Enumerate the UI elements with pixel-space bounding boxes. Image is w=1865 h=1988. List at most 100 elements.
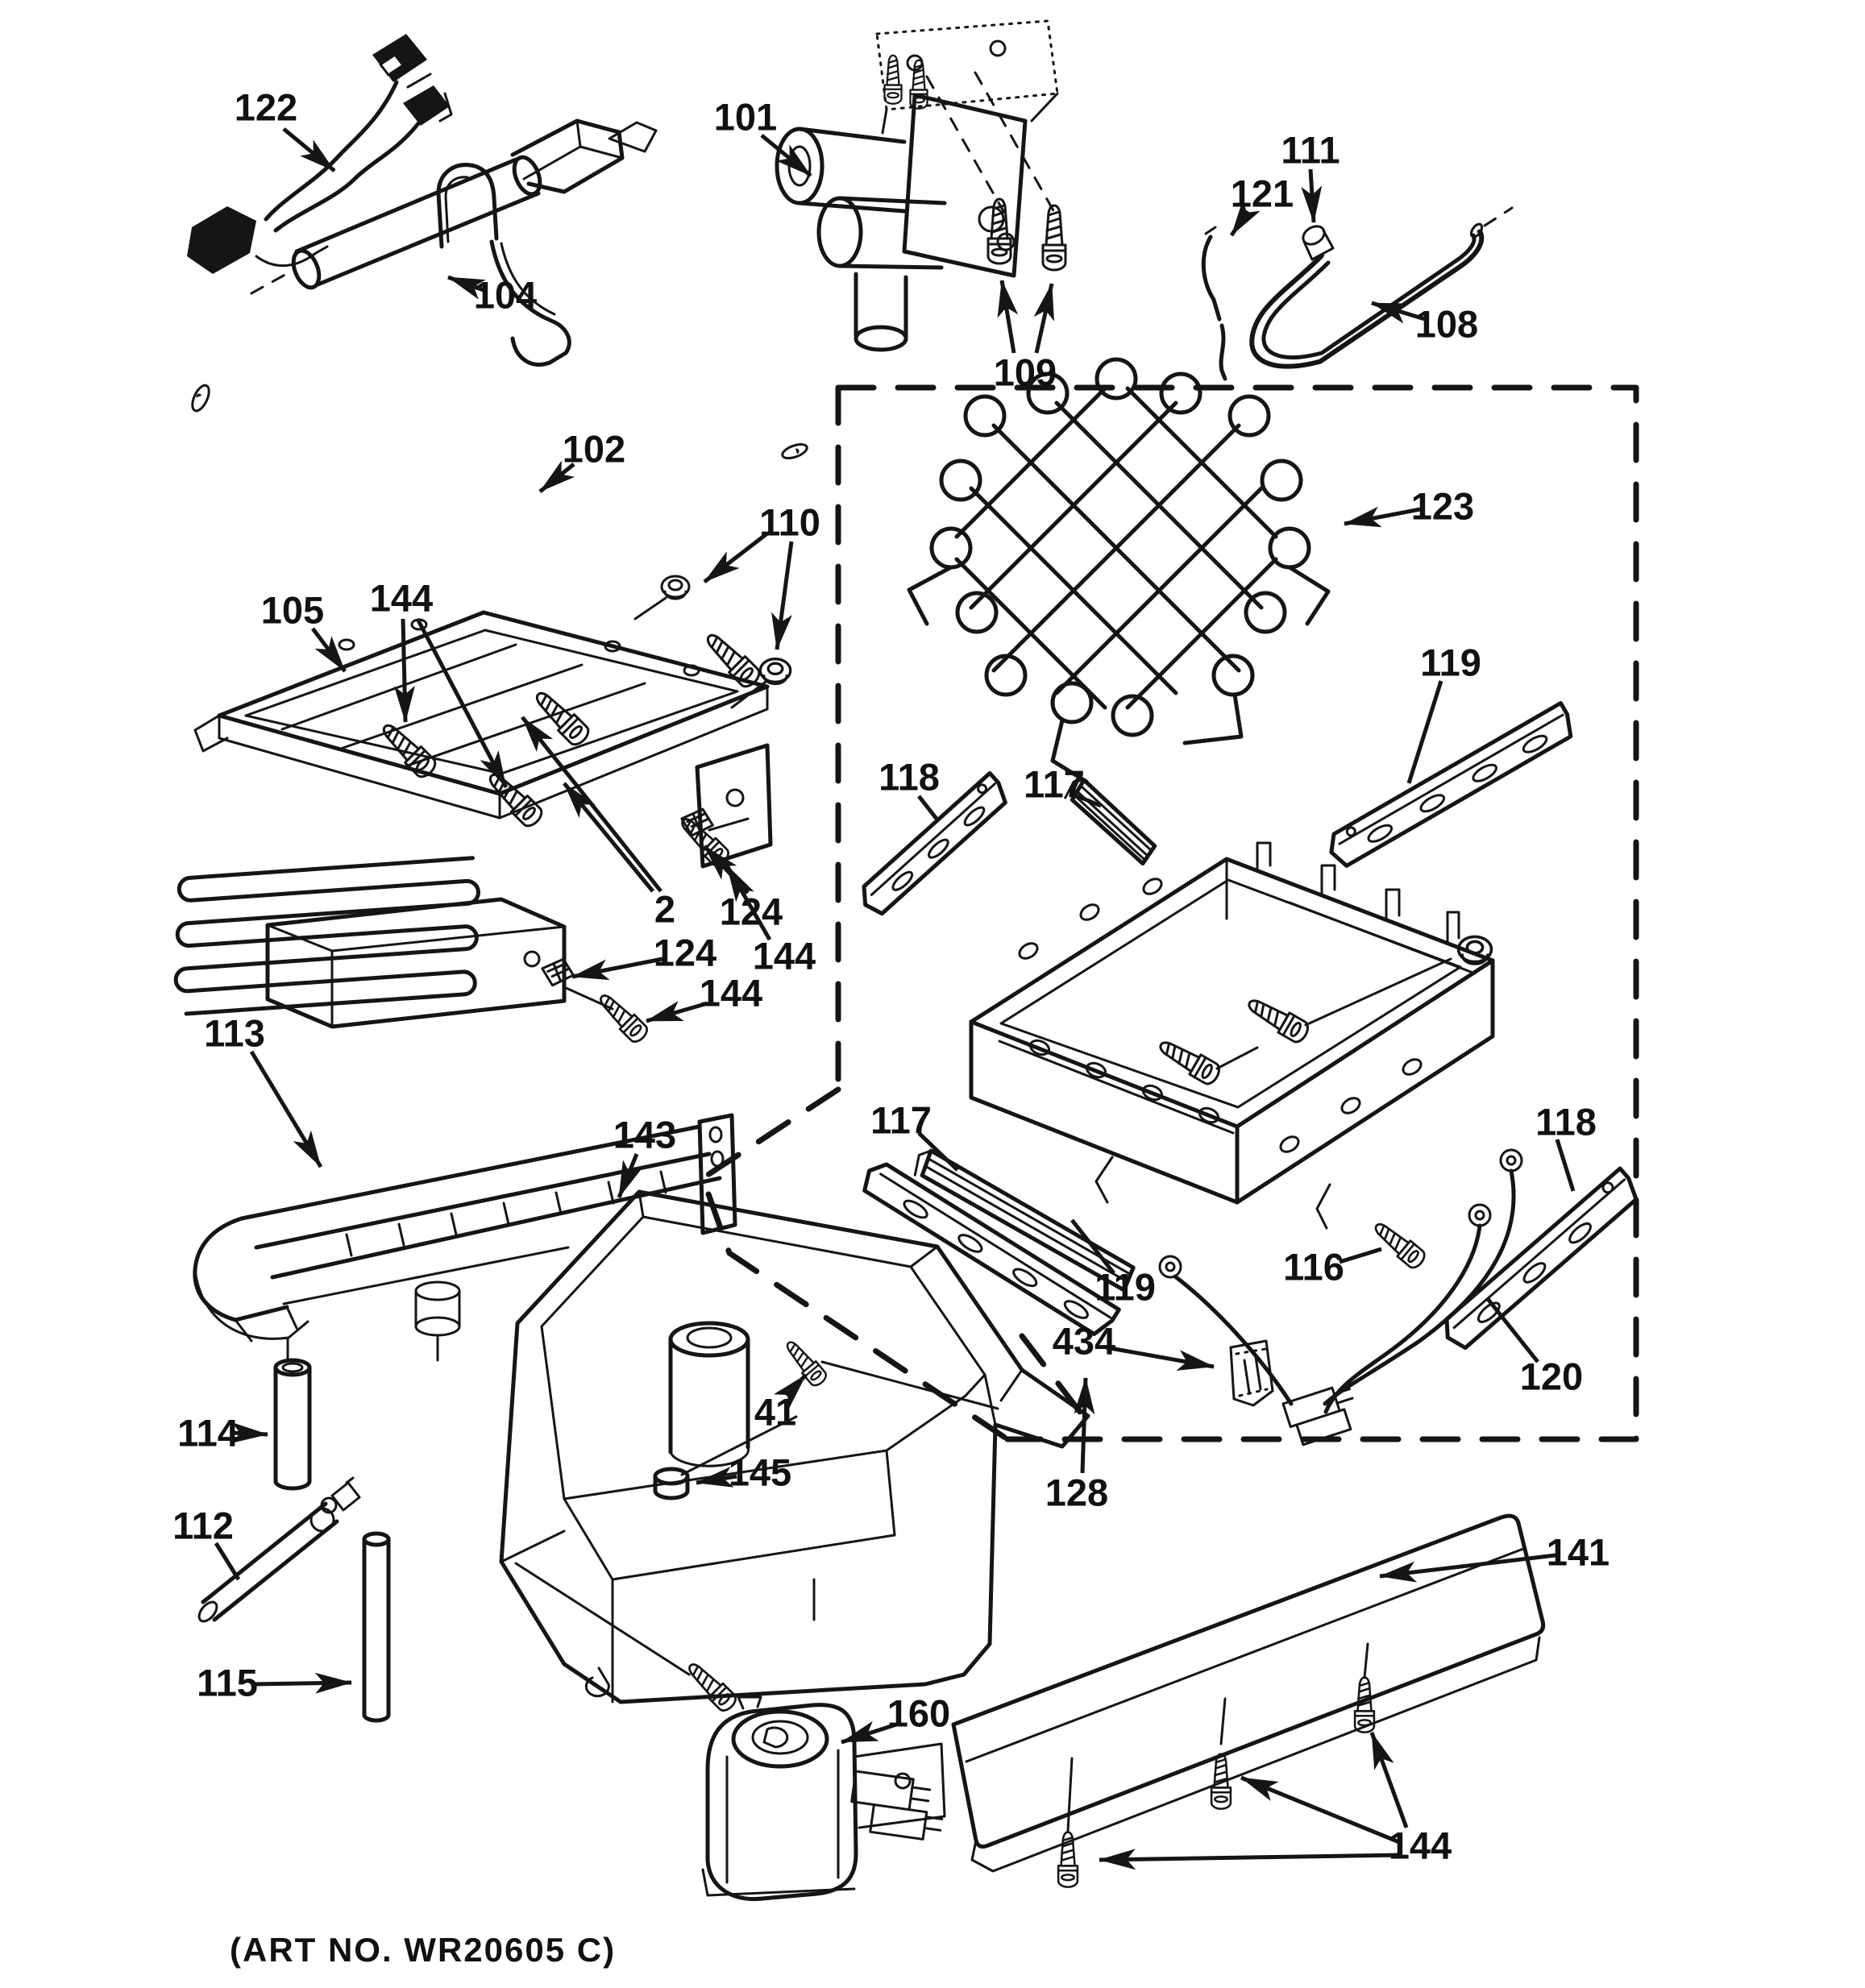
leader-160 [841,1720,897,1745]
callout-120-26: 120 [1520,1355,1583,1398]
fill-tube-108 [1249,206,1514,369]
leader-123 [1344,506,1421,528]
mounting-frame [969,841,1495,1230]
callout-124-14: 124 [654,932,717,974]
callout-101-1: 101 [714,96,777,139]
leader-145 [696,1467,737,1488]
callout-145-32: 145 [729,1451,791,1494]
callout-114-33: 114 [177,1412,239,1455]
heater-grid-123 [907,357,1331,784]
tube-112 [197,1476,361,1623]
rail-119-right [1329,701,1573,868]
callout-118-20: 118 [879,756,940,799]
leader-144 [1240,1775,1400,1845]
leader-122 [282,127,336,172]
leader-2 [521,716,663,893]
leader-124 [571,957,663,981]
callout-121-4: 121 [1231,172,1294,215]
leader-102 [538,460,575,493]
callout-104-2: 104 [474,274,537,317]
leader-144 [1099,1849,1400,1870]
leader-128 [1074,1377,1095,1474]
callout-122-0: 122 [235,86,297,129]
callout-112-34: 112 [172,1504,234,1547]
leader-143 [617,1153,643,1198]
tag-434 [1229,1339,1274,1407]
clip-121 [1201,226,1227,381]
leader-101 [760,134,812,177]
callout-128-28: 128 [1045,1471,1108,1514]
leader-117 [1073,792,1102,808]
leader-41 [773,1373,808,1409]
leader-114 [230,1422,268,1444]
callout-105-9: 105 [261,589,324,632]
callout-144-15: 144 [700,972,762,1015]
leader-119 [1406,680,1443,784]
callout-143-17: 143 [613,1114,676,1156]
dashed-detail-box [700,384,1639,1442]
leader-112 [214,1542,241,1581]
callout-110-8: 110 [759,501,820,544]
callout-111-5: 111 [1281,129,1340,172]
leader-104 [447,275,486,300]
callout-144-13: 144 [753,935,816,977]
callout-113-16: 113 [204,1012,265,1055]
callout-115-35: 115 [197,1662,258,1704]
callout-117-22: 117 [870,1099,932,1142]
leader-144 [646,1001,708,1023]
callout-118-23: 118 [1535,1101,1597,1143]
water-valve-101 [775,19,1059,352]
tube-102 [189,384,808,552]
callout-2-11: 2 [654,888,675,931]
solenoid-160 [682,1657,946,1902]
ice-bin-143 [499,1189,1090,1704]
callout-109-3: 109 [994,351,1057,394]
leader-119 [1070,1218,1115,1275]
leader-2 [563,782,654,893]
callout-119-24: 119 [1094,1266,1156,1309]
callout-116-25: 116 [1283,1246,1344,1289]
leader-144 [415,617,509,789]
leader-115 [251,1672,352,1694]
leader-117 [917,1131,959,1172]
leader-109 [1033,283,1054,354]
leader-144 [1369,1732,1409,1828]
leader-434 [1105,1345,1215,1371]
leader-120 [1486,1297,1539,1363]
evaporator-fins [173,856,480,1016]
clips-124-screws-144 [540,807,733,1046]
leader-110 [703,532,769,583]
leader-113 [249,1050,323,1168]
leader-144 [393,618,415,723]
tube-114 [273,1358,312,1491]
tube-fitting-111 [1302,225,1335,261]
art-number: (ART NO. WR20605 C) [230,1931,616,1969]
leader-144 [725,864,772,941]
callout-144-30: 144 [1389,1824,1452,1867]
leader-118 [1555,1139,1576,1192]
callout-141-29: 141 [1547,1531,1610,1574]
rail-118-left [862,770,1007,916]
rail-119-bottom [862,1162,1121,1336]
callout-102-7: 102 [563,428,625,471]
strip-117-top [1064,778,1157,866]
callout-119-19: 119 [1420,641,1481,684]
leader-141 [1379,1553,1556,1583]
callout-117-21: 117 [1024,763,1085,806]
cap-145 [653,1467,690,1500]
tube-115 [362,1531,391,1723]
leader-121 [1229,199,1261,237]
leader-105 [311,627,347,673]
wire-set-120 [1158,1148,1523,1446]
rail-118-right [1444,1166,1639,1351]
leader-110 [771,541,794,650]
leader-116 [1339,1247,1382,1264]
insulation-tube-104 [250,118,658,367]
callout-123-18: 123 [1411,485,1474,528]
leader-111 [1301,168,1323,223]
callout-41-31: 41 [754,1391,796,1434]
leader-118 [917,795,938,820]
callout-434-27: 434 [1053,1320,1115,1363]
